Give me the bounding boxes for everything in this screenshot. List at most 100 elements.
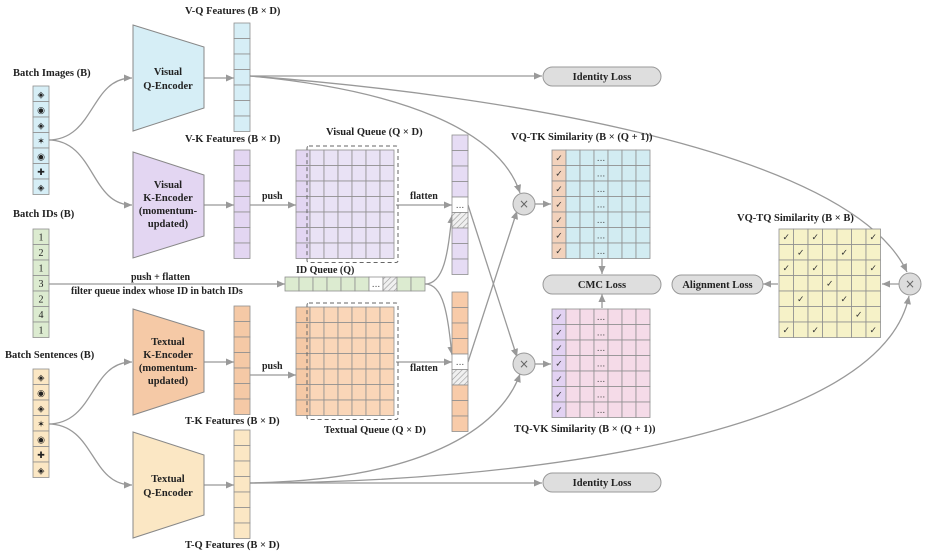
vq-tq-sim-cell — [793, 321, 809, 338]
visual-queue-cell — [365, 227, 381, 244]
textual-queue-cell — [295, 306, 311, 323]
vq-feature-cell — [233, 84, 251, 101]
vq-features-label: V-Q Features (B × D) — [185, 6, 281, 17]
textual-queue-cell — [323, 353, 339, 370]
flattened-visual-column: ... — [451, 134, 469, 275]
vq-tq-sim-check: ✓ — [826, 280, 834, 290]
tq-vk-sim-cell — [635, 324, 651, 341]
push-bottom-label: push — [262, 361, 283, 372]
tq-vk-sim-cell — [635, 370, 651, 387]
textual-queue-cell — [323, 322, 339, 339]
batch-image-cell — [32, 178, 50, 195]
vq-tq-sim-check: ✓ — [811, 233, 819, 243]
vq-tk-sim-check: ✓ — [555, 232, 563, 242]
flattened-visual-cell — [451, 134, 469, 151]
tq-vk-sim-cell — [565, 386, 581, 403]
batch-id-value: 1 — [39, 264, 44, 275]
textual-queue-cell — [337, 322, 353, 339]
visual-queue-cell — [309, 242, 325, 259]
tq-vk-sim-cell — [565, 355, 581, 372]
visual-queue-cell — [365, 180, 381, 197]
textual-queue-cell — [365, 399, 381, 416]
tk-features-label: T-K Features (B × D) — [185, 416, 280, 427]
vq-tk-sim-cell — [635, 165, 651, 182]
push-flatten-label: push + flatten — [131, 272, 190, 283]
visual-queue-cell — [295, 227, 311, 244]
vq-tq-sim-cell — [836, 259, 852, 276]
textual-queue-cell — [309, 337, 325, 354]
vq-tk-sim-ellipsis: ... — [597, 232, 606, 242]
tq-vk-sim-cell — [635, 308, 651, 325]
visual-queue-cell — [295, 242, 311, 259]
textual-queue-cell — [309, 399, 325, 416]
batch-sentence-value: ◈ — [38, 405, 45, 415]
vk-feature-cell — [233, 211, 251, 228]
tq-vk-sim-cell — [607, 355, 623, 372]
vq-feature-cell — [233, 115, 251, 132]
tq-features-label: T-Q Features (B × D) — [185, 540, 280, 551]
visual-queue-cell — [351, 211, 367, 228]
batch-id-value: 3 — [39, 279, 44, 290]
vq-tk-sim-cell — [565, 196, 581, 213]
batch-images-column: ◈◉◈✶◉✚◈ — [32, 85, 50, 195]
visual-queue-cell — [379, 149, 395, 166]
vq-tq-sim-cell — [836, 228, 852, 245]
tk-features-column — [233, 305, 251, 415]
visual-queue-cell — [365, 165, 381, 182]
visual-queue-cell — [295, 196, 311, 213]
textual-queue-cell — [309, 306, 325, 323]
vq-tk-sim-check: ✓ — [555, 201, 563, 211]
batch-ids-label: Batch IDs (B) — [13, 209, 75, 220]
vq-tk-sim-cell — [579, 196, 595, 213]
tq-vk-sim-ellipsis: ... — [597, 313, 606, 323]
tq-vk-similarity-matrix: ✓...✓...✓...✓...✓...✓...✓... — [551, 308, 651, 418]
vq-tk-sim-cell — [565, 180, 581, 197]
tq-vk-sim-ellipsis: ... — [597, 344, 606, 354]
vq-tk-sim-ellipsis: ... — [597, 201, 606, 211]
tq-vk-sim-ellipsis: ... — [597, 391, 606, 401]
vq-tq-sim-cell — [836, 275, 852, 292]
visual-queue-cell — [337, 165, 353, 182]
cmc-loss-text: CMC Loss — [578, 280, 626, 291]
visual-queue-cell — [379, 196, 395, 213]
tq-vk-sim-cell — [621, 324, 637, 341]
id-queue-ellipsis: ... — [372, 280, 381, 290]
vq-tq-sim-cell — [822, 290, 838, 307]
vq-tk-similarity-label: VQ-TK Similarity (B × (Q + 1)) — [511, 132, 653, 143]
tq-vk-sim-cell — [635, 386, 651, 403]
batch-sentence-value: ◉ — [37, 436, 45, 446]
visual-queue-cell — [295, 149, 311, 166]
visual-queue-cell — [365, 149, 381, 166]
textual-queue-cell — [309, 384, 325, 401]
visual-queue-cell — [365, 211, 381, 228]
visual-queue-cell — [295, 180, 311, 197]
visual-queue-label: Visual Queue (Q × D) — [326, 127, 423, 138]
visual-queue-cell — [351, 149, 367, 166]
visual-q-encoder-line2: Q-Encoder — [143, 81, 193, 92]
vq-feature-cell — [233, 53, 251, 70]
flattened-visual-cell — [451, 212, 469, 229]
textual-queue-cell — [337, 306, 353, 323]
visual-queue-grid — [295, 145, 399, 263]
visual-queue-cell — [365, 196, 381, 213]
batch-sentence-value: ✶ — [37, 420, 45, 430]
vq-tq-sim-cell — [778, 306, 794, 323]
visual-queue-cell — [379, 165, 395, 182]
batch-sentence-value: ◈ — [38, 467, 45, 477]
vq-tk-sim-cell — [621, 149, 637, 166]
vq-tk-sim-check: ✓ — [555, 170, 563, 180]
vq-tk-sim-cell — [607, 180, 623, 197]
vq-tk-sim-cell — [607, 196, 623, 213]
visual-queue-cell — [351, 180, 367, 197]
flattened-visual-cell — [451, 243, 469, 260]
vq-tk-sim-cell — [621, 196, 637, 213]
vq-tk-sim-cell — [565, 149, 581, 166]
tq-vk-sim-check: ✓ — [555, 406, 563, 416]
id-queue-cell — [410, 276, 426, 292]
vq-tq-sim-check: ✓ — [840, 249, 848, 259]
tq-vk-sim-check: ✓ — [555, 329, 563, 339]
textual-queue-cell — [379, 306, 395, 323]
textual-queue-cell — [379, 384, 395, 401]
textual-queue-cell — [323, 399, 339, 416]
vq-tq-sim-check: ✓ — [855, 311, 863, 321]
